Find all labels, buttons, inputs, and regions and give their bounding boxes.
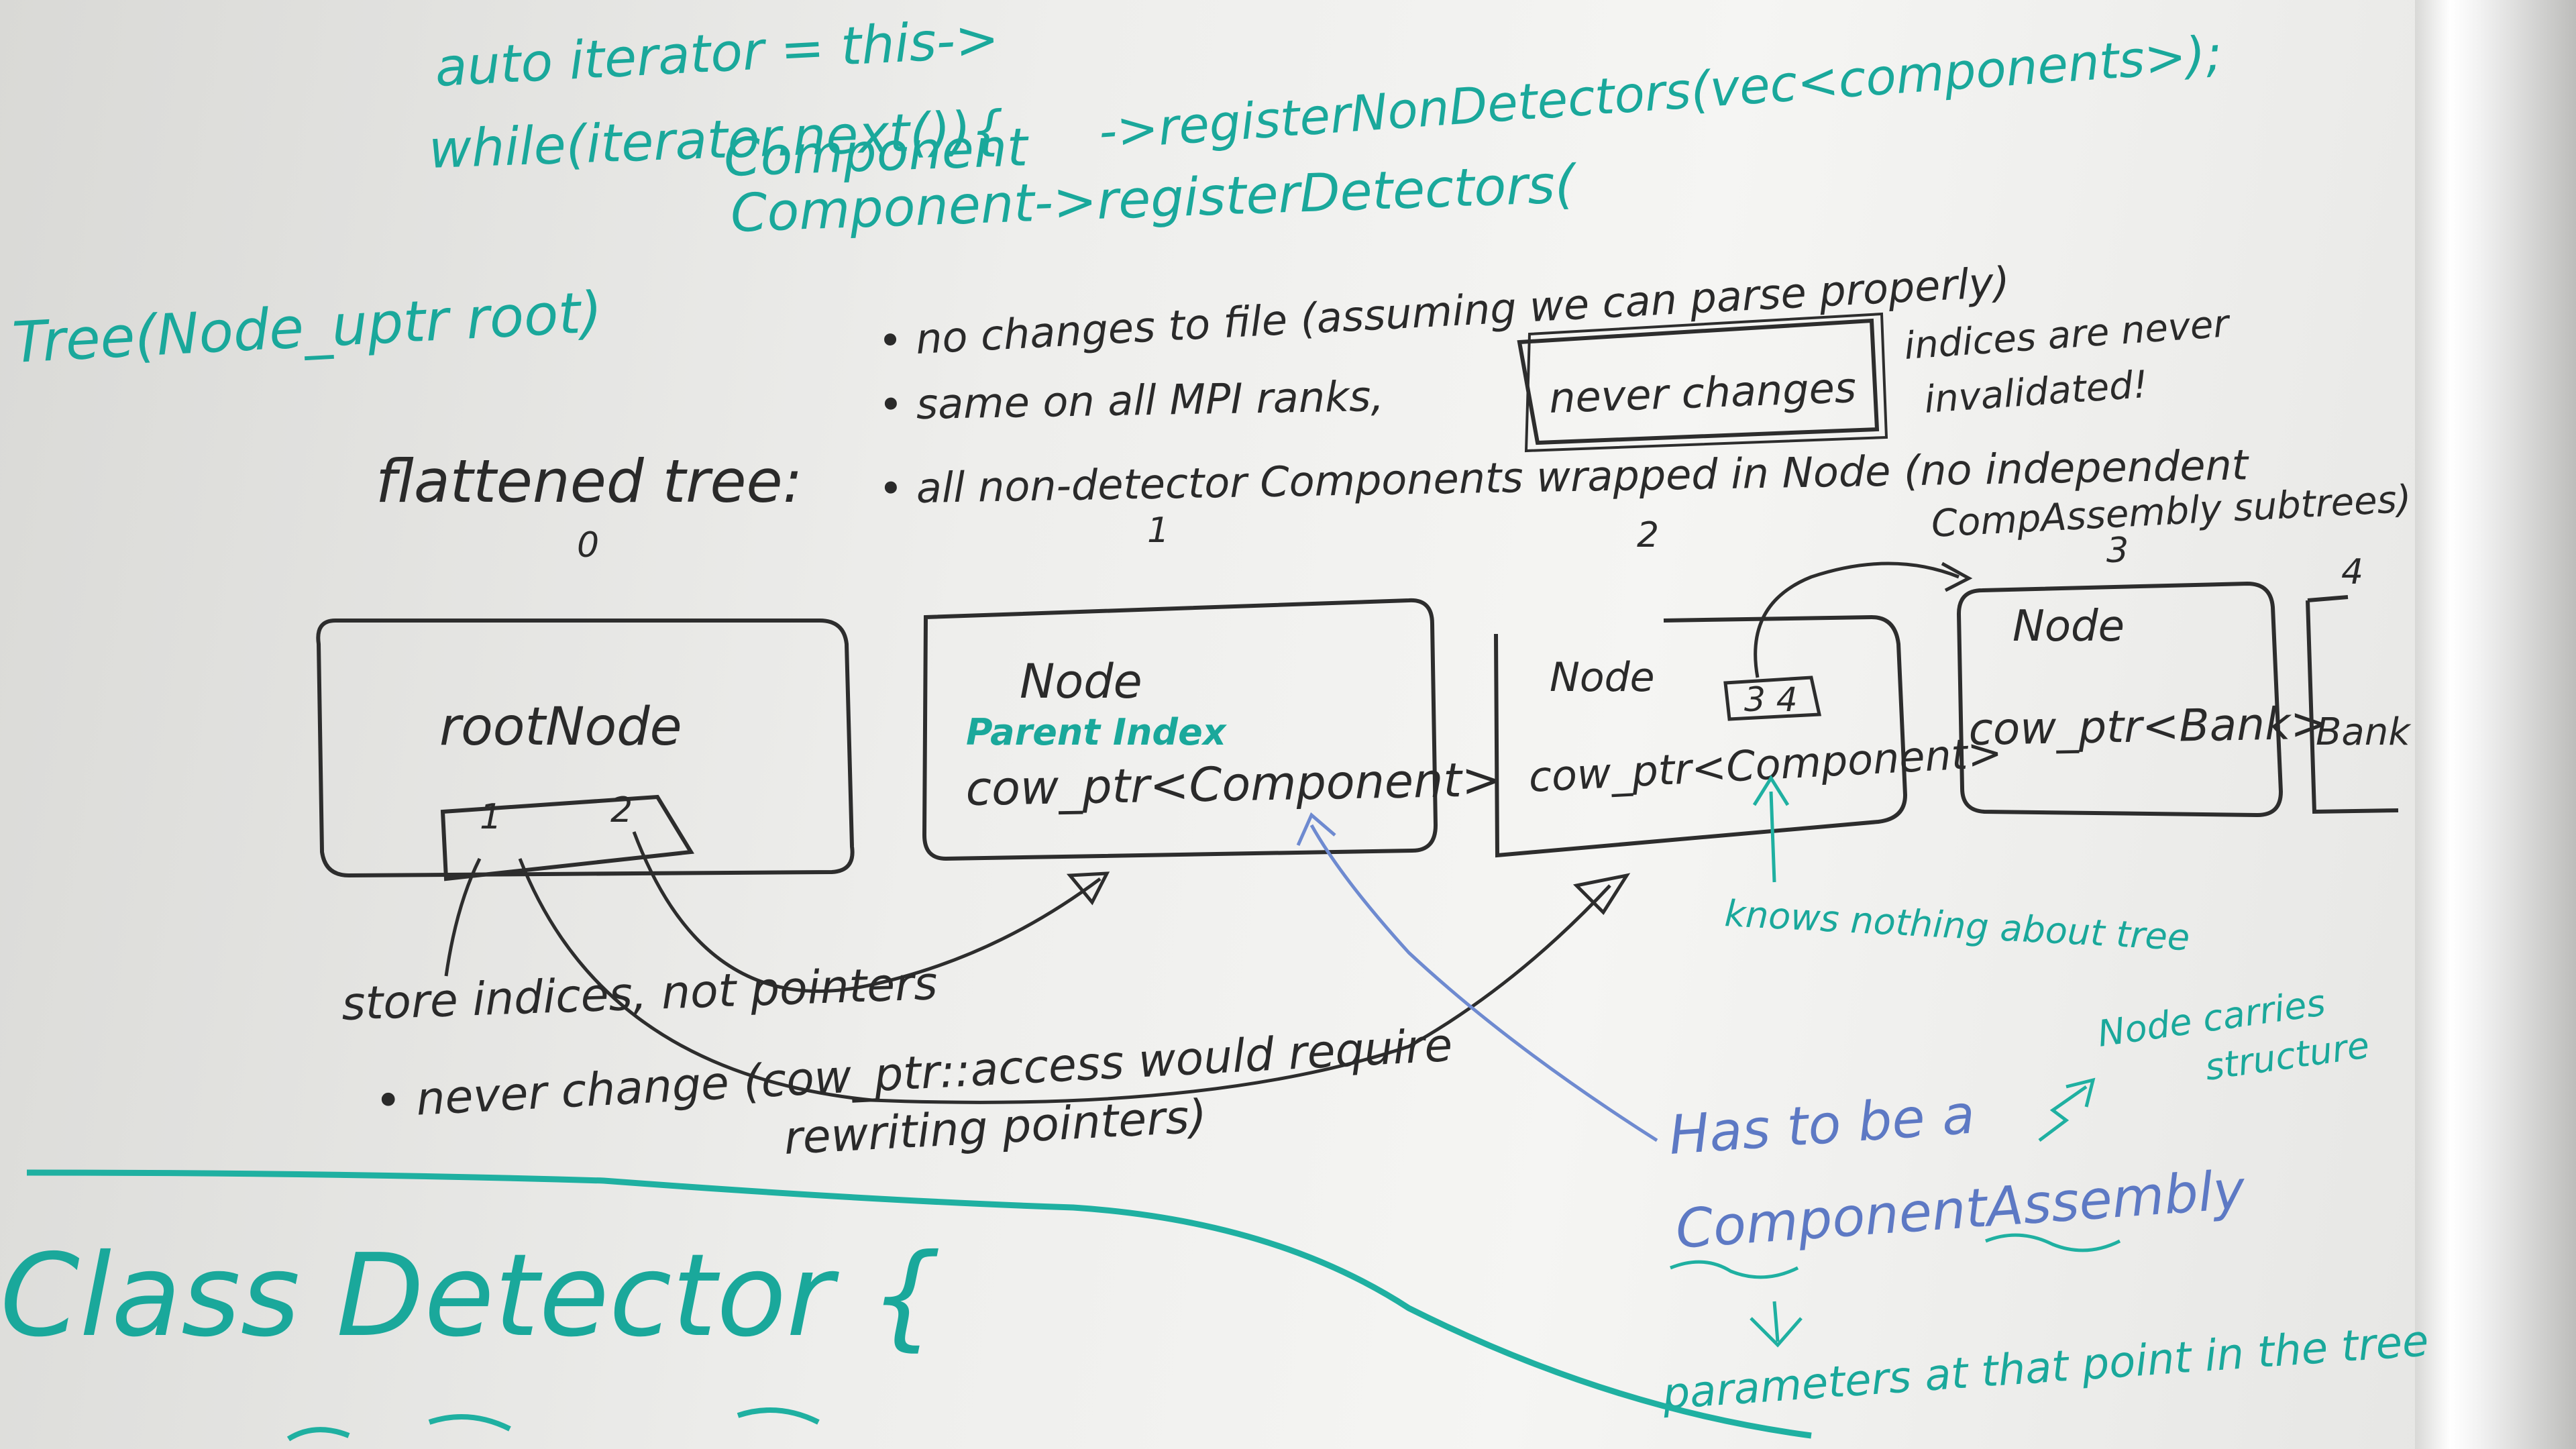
- arrow-head-knows-nothing: [1752, 775, 1790, 806]
- node2-title: Node: [1550, 654, 1655, 701]
- node2-children-box: [1723, 676, 1822, 721]
- never-changes-box: [1517, 318, 1880, 445]
- node1-parent-index: Parent Index: [966, 711, 1228, 753]
- indices-note-2: invalidated!: [1923, 363, 2149, 422]
- arrow-head-node2: [1572, 873, 1631, 915]
- arrow-node2-to-node3: [1754, 561, 1960, 678]
- root-node-title: rootNode: [439, 697, 682, 757]
- code-line-2b: ->registerNonDetectors(vec<components>);: [1097, 25, 2224, 161]
- node3-box: [1956, 581, 2284, 818]
- index-label-1: 1: [1147, 511, 1169, 551]
- note-component-assembly: ComponentAssembly: [1674, 1159, 2248, 1260]
- arrow-store-to-root: [444, 857, 482, 977]
- node1-title: Node: [1020, 654, 1142, 709]
- never-changes-text: never changes: [1548, 363, 1857, 423]
- node4-ptr: Bank: [2316, 710, 2412, 754]
- index-label-2: 2: [1637, 515, 1659, 555]
- root-node-box: [316, 619, 855, 878]
- tree-label: Tree(Node_uptr root): [11, 279, 604, 376]
- note-has-to-be: Has to be a: [1667, 1083, 1977, 1167]
- index-label-4: 4: [2341, 552, 2363, 592]
- arrow-head-node-carries: [2065, 1077, 2096, 1108]
- note-store-indices: store indices, not pointers: [341, 957, 938, 1031]
- node3-ptr: cow_ptr<Bank>: [1968, 698, 2328, 755]
- arrow-head-parameters: [1750, 1317, 1803, 1348]
- root-index-box: [440, 794, 695, 881]
- class-detector-heading: Class Detector {: [0, 1230, 942, 1362]
- whiteboard-frame: [2415, 0, 2576, 1449]
- component-assembly-squiggle: [1670, 1233, 2121, 1279]
- arrow-to-parameters: [1772, 1301, 1780, 1342]
- arrow-has-to-be: [1309, 824, 1658, 1142]
- node2-ptr: cow_ptr<Component>: [1527, 728, 2004, 802]
- indices-note-1: indices are never: [1902, 302, 2232, 368]
- arrow-head-node3: [1941, 561, 1973, 592]
- arrow-head-has-to-be: [1296, 812, 1336, 847]
- code-line-1: auto iterator = this->: [433, 9, 1000, 99]
- flattened-tree-label: flattened tree:: [376, 447, 802, 516]
- arrow-knows-nothing: [1769, 791, 1776, 883]
- arrow-node-carries: [2038, 1085, 2088, 1142]
- arrow-root-to-node2: [518, 858, 1611, 1104]
- arrow-head-node1: [1066, 871, 1110, 906]
- node1-ptr: cow_ptr<Component>: [965, 752, 1501, 816]
- node4-box: [2306, 595, 2399, 814]
- section-divider: [26, 1169, 1812, 1439]
- class-detector-partial-line: [286, 1407, 820, 1442]
- node2-box: [1494, 614, 1908, 858]
- node2-children: 3 4: [1744, 680, 1798, 719]
- never-changes-box-outer: [1524, 312, 1888, 453]
- root-index-2: 2: [610, 790, 633, 830]
- node3-title: Node: [2012, 602, 2125, 651]
- arrow-root-to-node1: [632, 831, 1102, 993]
- bullet-no-changes: • no changes to file (assuming we can pa…: [877, 258, 2011, 366]
- node1-box: [922, 598, 1438, 861]
- note-knows-nothing: knows nothing about tree: [1723, 892, 2190, 959]
- root-index-1: 1: [480, 797, 502, 837]
- bullet-same-ranks: • same on all MPI ranks,: [878, 372, 1385, 429]
- index-label-3: 3: [2106, 531, 2129, 571]
- code-line-3: Component: [723, 117, 1030, 189]
- index-label-0: 0: [577, 525, 599, 566]
